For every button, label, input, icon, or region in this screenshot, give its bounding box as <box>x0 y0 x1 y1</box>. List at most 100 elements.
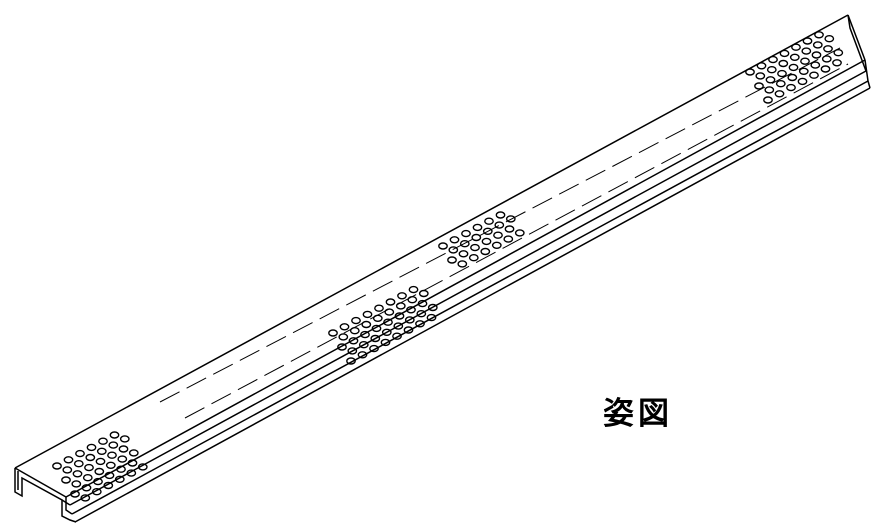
perforation-hole <box>789 53 800 61</box>
perforation-hole <box>459 239 470 248</box>
perforation-hole <box>494 221 505 229</box>
perforation-hole <box>824 35 835 43</box>
perforation-hole <box>347 347 358 355</box>
hidden-line-lower <box>184 63 849 419</box>
perforation-hole <box>370 334 381 343</box>
perforation-hole <box>63 456 74 464</box>
side-wall-line-1 <box>69 70 867 506</box>
perforation-hole <box>812 41 823 49</box>
perforation-holes <box>52 31 844 502</box>
perforation-hole <box>811 51 822 59</box>
perforation-hole <box>96 447 107 455</box>
perforation-hole <box>116 465 126 473</box>
perforation-hole <box>448 246 459 254</box>
perforation-hole <box>95 457 106 466</box>
perforation-hole <box>394 312 405 320</box>
perforation-hole <box>91 488 102 496</box>
perforation-hole <box>362 310 373 319</box>
perforation-hole <box>777 69 787 78</box>
perforation-hole <box>94 467 105 476</box>
perforation-hole <box>360 330 370 339</box>
perforation-hole <box>357 351 368 359</box>
right-end-profile <box>847 14 871 89</box>
bottom-lip-line <box>74 87 871 523</box>
perforation-hole <box>339 323 350 331</box>
perforation-hole <box>385 298 396 306</box>
perforation-hole <box>395 302 406 310</box>
perforation-hole <box>80 494 91 502</box>
perforation-hole <box>754 82 764 90</box>
perforation-hole <box>105 461 116 469</box>
top-face-far-edge <box>14 14 849 469</box>
perforation-hole <box>406 306 416 314</box>
perforation-hole <box>514 229 525 237</box>
perforation-hole <box>117 455 128 463</box>
perforation-hole <box>397 292 407 300</box>
perforation-hole <box>61 476 71 484</box>
perforation-hole <box>775 79 786 88</box>
perforation-hole <box>107 451 117 459</box>
perforation-hole <box>823 45 833 53</box>
perforation-hole <box>351 316 361 325</box>
perforation-hole <box>449 236 460 244</box>
perforation-hole <box>820 65 831 73</box>
channel-outline <box>14 14 871 523</box>
perforation-hole <box>108 441 119 449</box>
perforation-hole <box>809 71 819 79</box>
perforation-hole <box>763 96 773 104</box>
perforation-hole <box>468 254 479 262</box>
perforation-hole <box>415 320 425 328</box>
perforation-hole <box>93 477 103 486</box>
perforation-hole <box>482 227 493 236</box>
perforation-hole <box>493 231 503 239</box>
perforation-hole <box>361 320 372 329</box>
perforation-hole <box>471 233 482 242</box>
perforation-hole <box>404 316 415 324</box>
perforation-hole <box>461 229 471 238</box>
perforation-hole <box>416 310 427 318</box>
perforation-hole <box>484 217 494 225</box>
perforation-hole <box>800 57 810 65</box>
perforation-hole <box>103 481 114 490</box>
perforation-hole <box>118 445 129 453</box>
perforation-hole <box>338 333 349 341</box>
perforation-hole <box>349 327 360 335</box>
perforation-hole <box>337 343 347 351</box>
perforation-hole <box>438 242 448 250</box>
perforation-hole <box>71 480 82 488</box>
perforation-hole <box>407 296 418 304</box>
perforation-hole <box>768 55 778 64</box>
perforation-hole <box>764 86 775 94</box>
perforation-hole <box>814 31 824 39</box>
top-face-end-left <box>14 467 67 498</box>
perforation-hole <box>52 462 62 470</box>
c-profile-end <box>14 468 77 523</box>
perforation-hole <box>810 61 821 69</box>
perforation-hole <box>491 241 502 250</box>
perforation-hole <box>348 337 359 345</box>
perforation-hole <box>137 463 148 471</box>
perforation-hole <box>114 475 125 483</box>
perforation-hole <box>381 328 392 336</box>
perforation-hole <box>73 460 84 468</box>
perforation-hole <box>393 322 404 330</box>
perforation-hole <box>371 324 382 333</box>
perforation-hole <box>392 332 402 340</box>
perforation-hole <box>821 55 832 63</box>
perforation-hole <box>380 338 391 347</box>
perforation-hole <box>84 463 94 472</box>
perforation-hole <box>774 90 785 98</box>
perforation-hole <box>765 76 776 84</box>
isometric-view-caption: 姿図 <box>603 396 673 432</box>
perforation-hole <box>505 215 516 223</box>
perforation-hole <box>786 83 796 92</box>
hidden-line-upper <box>159 47 841 403</box>
perforation-hole <box>86 443 97 452</box>
perforation-hole <box>374 304 384 312</box>
perforation-hole <box>756 62 767 70</box>
perforation-hole <box>427 303 438 312</box>
perforation-hole <box>372 314 383 322</box>
perforation-hole <box>417 299 428 308</box>
perforation-hole <box>787 73 798 82</box>
perforation-hole <box>458 250 469 258</box>
